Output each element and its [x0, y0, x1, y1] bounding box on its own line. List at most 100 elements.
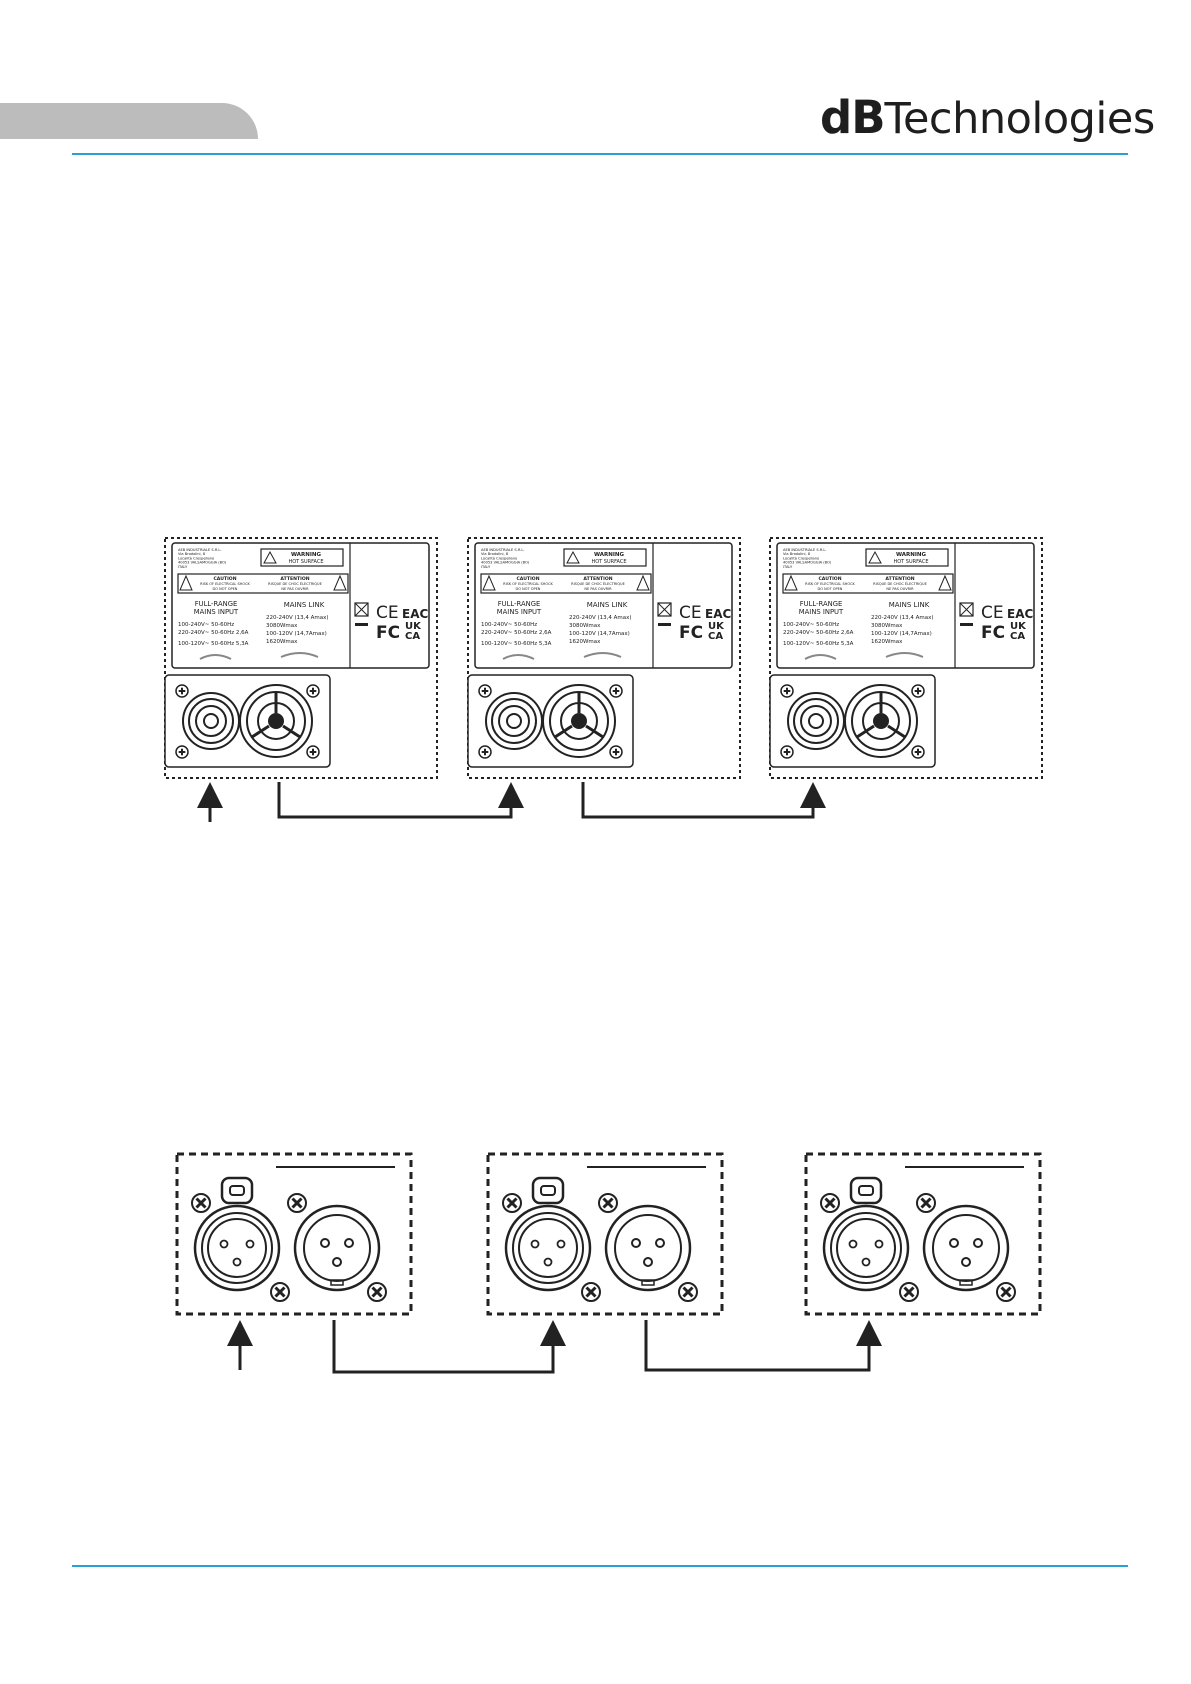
eac-mark: EAC [402, 607, 428, 621]
company-line: ITALY [178, 565, 188, 569]
input-title-1: FULL-RANGE [195, 600, 238, 608]
ce-mark: CE [981, 603, 1004, 623]
xlr-pin [655, 1238, 665, 1248]
attention-sub: RISQUE DE CHOC ÉLECTRIQUE [268, 581, 322, 586]
powercon-blade [887, 724, 906, 739]
arrow-up-icon [498, 782, 524, 808]
powercon-in-outer [182, 692, 240, 750]
warning-text: WARNING [896, 552, 927, 558]
mains-panel-1: AEB INDUSTRIALE S.R.L.Via Brodolini, 8Lo… [164, 537, 438, 779]
weee-bin-icon [354, 602, 369, 617]
caution-sub: RISK OF ELECTRICAL SHOCK [503, 582, 553, 586]
link-title: MAINS LINK [284, 601, 325, 609]
caution-sub2: DO NOT OPEN [516, 587, 541, 591]
input-spec-1: 100-240V~ 50-60Hz [783, 622, 839, 628]
mains-panel-3: AEB INDUSTRIALE S.R.L.Via Brodolini, 8Lo… [769, 537, 1043, 779]
xlr-latch-button [540, 1185, 556, 1196]
weee-bin-icon [657, 602, 672, 617]
company-line: Via Brodolini, 8 [481, 552, 509, 556]
screw-icon-b [824, 1197, 836, 1209]
caution-box [782, 573, 954, 594]
caution-sub2: DO NOT OPEN [818, 587, 843, 591]
xlr-f-ring [512, 1212, 584, 1284]
fcc-mark: FC [679, 623, 703, 643]
screw-icon-b [506, 1197, 518, 1209]
arrow-up-icon [856, 1320, 882, 1346]
input-title-1: FULL-RANGE [498, 600, 541, 608]
panel-outline [164, 537, 438, 779]
rotate-arrow-icon [502, 654, 535, 660]
company-line: Località Crespellano [783, 556, 819, 560]
powercon-in-ring [188, 698, 234, 744]
xlr-pin [643, 1257, 653, 1267]
xlr-pin [344, 1238, 354, 1248]
powercon-link-icon [542, 684, 616, 758]
powercon-in-outer [787, 692, 845, 750]
powercon-link-icon [239, 684, 313, 758]
link-spec-1: 220-240V (13,4 Amax) [871, 615, 934, 621]
ukca-uk: UK [708, 621, 725, 632]
caution-box [177, 573, 349, 594]
link-cable-1 [277, 782, 513, 819]
xlr-female-input-icon [504, 1176, 592, 1292]
xlr-f-ring [830, 1212, 902, 1284]
warning-box [563, 548, 647, 567]
xlr-m-inner [303, 1214, 371, 1282]
xlr-key [641, 1279, 655, 1286]
arrow-up-icon [540, 1320, 566, 1346]
link-spec-4: 1620Wmax [569, 639, 601, 645]
company-line: ITALY [481, 565, 491, 569]
link-title: MAINS LINK [889, 601, 930, 609]
warning-triangle-icon [333, 574, 347, 591]
caution-text: CAUTION [213, 576, 236, 582]
signal-link-cables [227, 1320, 882, 1374]
company-line: AEB INDUSTRIALE S.R.L. [481, 548, 524, 552]
powercon-in-inner [195, 705, 227, 737]
weee-bar [658, 623, 671, 626]
screw-icon-b [1000, 1286, 1012, 1298]
eac-mark: EAC [705, 607, 731, 621]
caution-sub2: DO NOT OPEN [213, 587, 238, 591]
screw-icon-b [602, 1197, 614, 1209]
arrow-up-icon [227, 1320, 253, 1346]
logo-text-part: Technologies [884, 94, 1156, 144]
powercon-blade [554, 724, 573, 739]
xlr-m-inner [614, 1214, 682, 1282]
powercon-link-icon [844, 684, 918, 758]
link-spec-4: 1620Wmax [871, 639, 903, 645]
xlr-latch [531, 1176, 565, 1205]
link-spec-3: 100-120V (14,7Amax) [569, 631, 630, 637]
footer-rule [72, 1565, 1128, 1567]
powercon-blade [856, 724, 875, 739]
powercon-input-icon [485, 692, 543, 750]
weee-bar [960, 623, 973, 626]
rotate-arrow-icon [199, 654, 232, 660]
input-spec-3: 100-120V~ 50-60Hz 5,3A [481, 641, 552, 647]
rotate-arrow-icon [804, 654, 837, 660]
powercon-in-ring [793, 698, 839, 744]
ukca-uk: UK [405, 621, 422, 632]
attention-sub2: NE PAS OUVRIR [886, 587, 914, 591]
link-cable-2 [644, 1320, 871, 1372]
company-line: AEB INDUSTRIALE S.R.L. [178, 548, 221, 552]
powercon-in-inner [498, 705, 530, 737]
xlr-pin [874, 1239, 884, 1249]
xlr-male-link-icon [604, 1204, 692, 1292]
powercon-blade [251, 724, 270, 739]
header-rule [72, 153, 1128, 155]
company-line: ITALY [783, 565, 793, 569]
weee-bin-cross-b [354, 602, 369, 617]
arrow-up-icon [197, 782, 223, 808]
xlr-pin [543, 1257, 553, 1267]
xlr-f-inner [836, 1218, 896, 1278]
powercon-in-outer [485, 692, 543, 750]
warning-triangle-icon [868, 550, 882, 564]
company-line: Via Brodolini, 8 [178, 552, 206, 556]
company-line: 40053 VALSAMOGGIA (BO) [481, 561, 530, 565]
warning-triangle-icon [566, 550, 580, 564]
link-spec-2: 3080Wmax [266, 623, 298, 629]
input-spec-1: 100-240V~ 50-60Hz [178, 622, 234, 628]
weee-bin-cross-b [959, 602, 974, 617]
ukca-ca: CA [1010, 631, 1025, 642]
xlr-latch-button [858, 1185, 874, 1196]
